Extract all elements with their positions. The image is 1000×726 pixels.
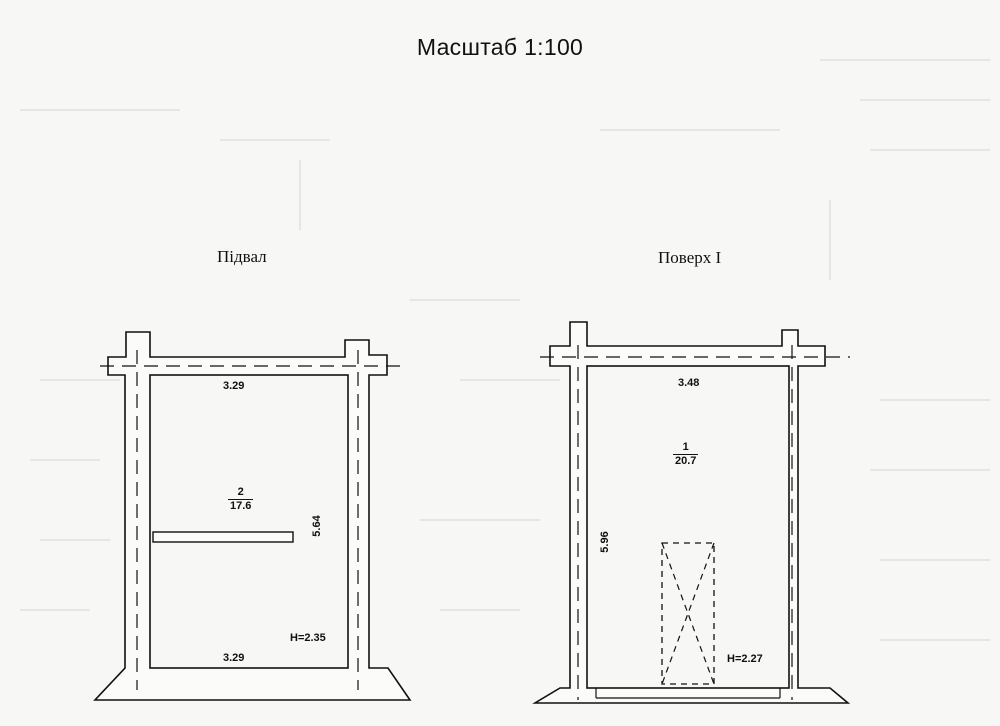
basement-room-label: 2 17.6 <box>228 486 254 513</box>
floor1-room-area: 20.7 <box>675 455 697 467</box>
floor1-room-label: 1 20.7 <box>673 441 699 468</box>
floor1-opening-cross <box>661 542 715 685</box>
floor1-height-side: 5.96 <box>599 531 611 553</box>
basement-room-area: 17.6 <box>230 500 252 512</box>
floor1-room <box>586 365 790 689</box>
basement-width-top: 3.29 <box>223 380 245 392</box>
basement-room-number: 2 <box>228 486 254 500</box>
basement-partition <box>152 531 294 543</box>
floor1-ceiling-height: H=2.27 <box>727 653 763 665</box>
basement-wall-axis <box>100 350 400 690</box>
floor1-title: Поверх I <box>658 248 722 267</box>
basement-room <box>149 374 349 669</box>
floor1-width-top: 3.48 <box>678 377 700 389</box>
scan-noise <box>20 59 990 641</box>
basement-height-side: 5.64 <box>311 515 323 537</box>
basement-width-bottom: 3.29 <box>223 652 245 664</box>
basement-plan <box>93 331 412 701</box>
scale-title: Масштаб 1:100 <box>416 34 584 60</box>
floor1-opening <box>661 542 715 685</box>
floor1-room-number: 1 <box>673 441 699 455</box>
basement-title: Підвал <box>217 247 267 266</box>
floor1-plan <box>532 321 851 704</box>
floor1-door <box>595 688 781 699</box>
floor1-wall-axis <box>540 345 850 700</box>
basement-ceiling-height: H=2.35 <box>290 632 326 644</box>
